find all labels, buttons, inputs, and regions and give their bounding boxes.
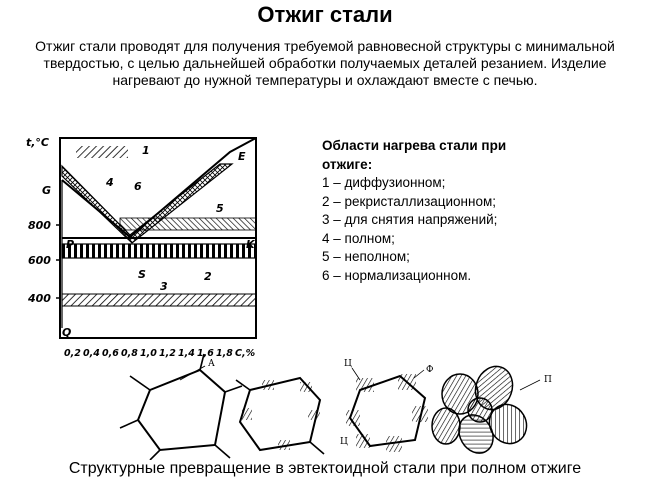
region-label-2: 2	[204, 270, 212, 283]
legend-item: 2 – рекристаллизационном;	[322, 193, 497, 209]
pearlite-nucleation-grain	[235, 376, 325, 455]
microstructure-sketches: А Ц Ц Ф П	[119, 353, 552, 460]
region-label-5: 5	[216, 202, 224, 215]
x-tick: 0,4	[83, 348, 100, 359]
intro-paragraph: Отжиг стали проводят для получения требу…	[35, 38, 615, 88]
region-label-3: 3	[160, 280, 168, 293]
x-tick: 0,6	[102, 348, 119, 359]
x-tick: 1,4	[178, 348, 195, 359]
page-title: Отжиг стали	[257, 2, 393, 27]
pearlite-growth-grain	[346, 374, 428, 452]
austenite-grain	[119, 353, 243, 460]
y-axis-unit: t,°C	[26, 136, 49, 149]
y-tick-800: 800	[28, 219, 51, 232]
gse-line	[61, 137, 257, 239]
legend-heading-1: Области нагрева стали при	[322, 138, 507, 153]
label-austenite: А	[208, 359, 215, 369]
region-5-band	[119, 217, 257, 231]
x-tick: 1,0	[140, 348, 157, 359]
caption: Структурные превращение в эвтектоидной с…	[68, 460, 582, 477]
y-tick-600: 600	[28, 254, 51, 267]
label-ferrite: Ф	[426, 365, 433, 375]
legend-item: 1 – диффузионном;	[322, 175, 446, 190]
legend: Области нагрева стали при отжиге: 1 – ди…	[322, 137, 642, 285]
region-3-band	[61, 293, 257, 307]
x-tick: 1,8	[216, 348, 233, 359]
point-label-g: G	[42, 184, 51, 197]
x-tick: 1,6	[197, 348, 214, 359]
x-tick: 0,2	[64, 348, 81, 359]
region-label-1: 1	[142, 144, 150, 157]
label-pearlite: П	[544, 375, 552, 385]
label-cementite-top: Ц	[344, 359, 352, 369]
legend-item: 6 – нормализационном.	[322, 267, 472, 283]
legend-item: 5 – неполном;	[322, 249, 410, 264]
point-label-e: E	[238, 150, 246, 163]
region-46-band	[61, 163, 234, 244]
region-label-4: 4	[105, 176, 114, 189]
point-label-s: S	[138, 268, 146, 281]
point-label-p: P	[66, 238, 74, 251]
point-label-k: K	[246, 238, 256, 251]
region-2-band	[61, 243, 257, 259]
legend-item: 3 – для снятия напряжений;	[322, 212, 498, 227]
label-cementite-bottom: Ц	[340, 437, 348, 447]
legend-heading-2: отжиге:	[322, 156, 373, 172]
x-tick: C,%	[235, 348, 255, 359]
region-label-6: 6	[134, 180, 142, 193]
legend-item: 4 – полном;	[322, 230, 395, 246]
point-label-q: Q	[62, 326, 71, 339]
pearlite-colony	[431, 365, 541, 454]
x-tick: 1,2	[159, 348, 176, 359]
annealing-diagram: t,°C 800 600 400 G E P S K Q 1 2 3 4 5 6…	[26, 136, 257, 359]
region-1-band	[76, 146, 128, 158]
y-tick-400: 400	[27, 292, 51, 305]
x-tick: 0,8	[121, 348, 138, 359]
